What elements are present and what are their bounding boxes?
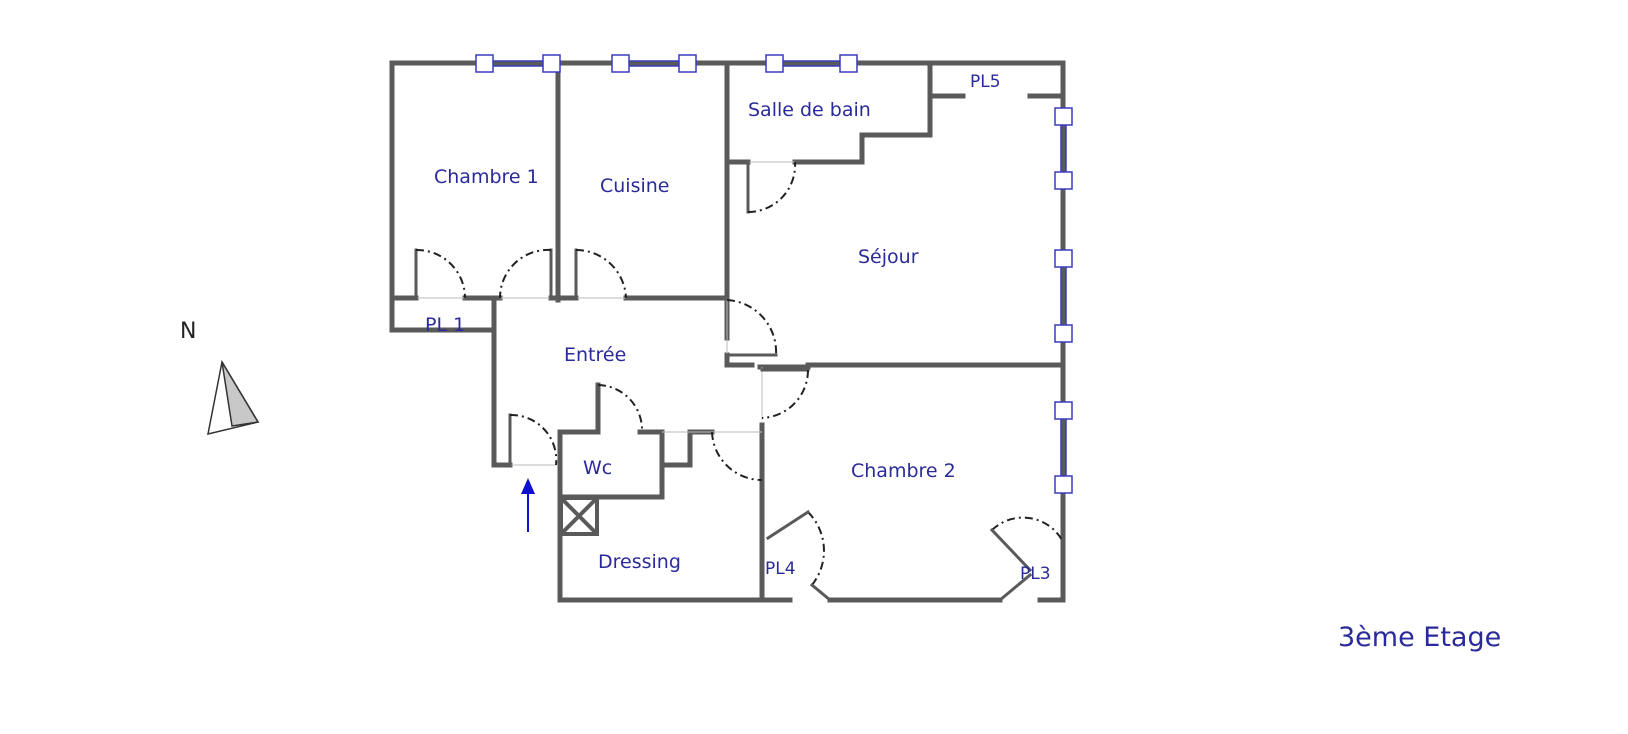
- room-label-cuisine: Cuisine: [600, 175, 670, 197]
- room-label-pl4: PL4: [765, 559, 796, 579]
- room-label-wc: Wc: [583, 457, 612, 479]
- entry-arrow-icon: [521, 478, 535, 532]
- room-label-dressing: Dressing: [598, 551, 681, 573]
- room-label-pl1: PL 1: [425, 314, 465, 336]
- room-label-salle-de-bain: Salle de bain: [748, 99, 871, 121]
- room-label-chambre2: Chambre 2: [851, 460, 956, 482]
- windows: [475, 54, 1073, 494]
- north-arrow-icon: [207, 359, 260, 436]
- room-label-pl5: PL5: [970, 72, 1001, 92]
- room-label-chambre1: Chambre 1: [434, 166, 539, 188]
- north-label: N: [180, 319, 196, 344]
- floor-label: 3ème Etage: [1338, 622, 1501, 653]
- door-openings: [414, 160, 1063, 603]
- walls: [389, 60, 1066, 603]
- room-label-entree: Entrée: [564, 344, 626, 366]
- room-label-sejour: Séjour: [858, 246, 919, 268]
- shaft-icon: [559, 496, 599, 536]
- room-label-pl3: PL3: [1020, 564, 1051, 584]
